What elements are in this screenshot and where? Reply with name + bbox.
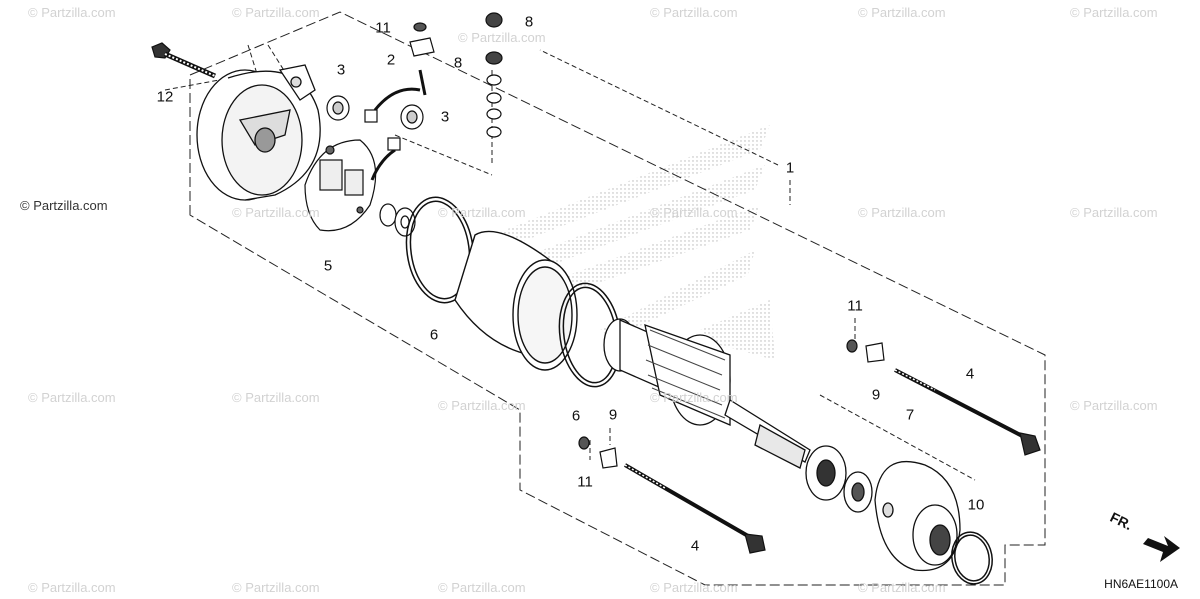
watermark: © Partzilla.com — [1070, 5, 1158, 20]
callout-7[interactable]: 7 — [905, 406, 915, 424]
watermark-featured: © Partzilla.com — [20, 198, 108, 213]
watermark: © Partzilla.com — [232, 5, 320, 20]
long-bolt-4b — [624, 463, 766, 554]
watermark: © Partzilla.com — [858, 205, 946, 220]
yoke-housing — [454, 230, 578, 371]
watermark: © Partzilla.com — [858, 580, 946, 595]
spring-3 — [326, 95, 424, 130]
fasteners-top — [409, 12, 503, 138]
watermark: © Partzilla.com — [438, 580, 526, 595]
callout-8[interactable]: 8 — [524, 13, 534, 31]
watermark: © Partzilla.com — [28, 580, 116, 595]
watermark: © Partzilla.com — [28, 5, 116, 20]
bearing — [805, 445, 873, 513]
long-bolt-4a — [894, 368, 1041, 456]
callout-11[interactable]: 11 — [577, 473, 593, 491]
callout-8[interactable]: 8 — [453, 54, 463, 72]
callout-2[interactable]: 2 — [386, 51, 396, 69]
callout-9[interactable]: 9 — [608, 406, 618, 424]
watermark: © Partzilla.com — [232, 580, 320, 595]
watermark: © Partzilla.com — [28, 390, 116, 405]
watermark: © Partzilla.com — [1070, 205, 1158, 220]
watermark: © Partzilla.com — [650, 580, 738, 595]
watermark: © Partzilla.com — [650, 390, 738, 405]
watermark: © Partzilla.com — [438, 398, 526, 413]
rear-cover — [196, 64, 321, 201]
fasteners-9-11 — [578, 339, 885, 469]
callout-4[interactable]: 4 — [965, 365, 975, 383]
callout-12[interactable]: 12 — [156, 88, 174, 106]
watermark: © Partzilla.com — [438, 205, 526, 220]
watermark: © Partzilla.com — [232, 205, 320, 220]
callout-10[interactable]: 10 — [967, 496, 985, 514]
front-cover-7 — [874, 460, 961, 572]
assembly-outline — [189, 11, 1046, 586]
watermark: © Partzilla.com — [650, 205, 738, 220]
watermark: © Partzilla.com — [650, 5, 738, 20]
callout-5[interactable]: 5 — [323, 257, 333, 275]
callout-9[interactable]: 9 — [871, 386, 881, 404]
armature — [603, 318, 811, 469]
callout-11[interactable]: 11 — [375, 19, 391, 37]
callout-6[interactable]: 6 — [571, 407, 581, 425]
callout-3[interactable]: 3 — [336, 61, 346, 79]
watermark: © Partzilla.com — [1070, 398, 1158, 413]
brush-2 — [364, 69, 427, 181]
callout-4[interactable]: 4 — [690, 537, 700, 555]
callout-11[interactable]: 11 — [847, 297, 863, 315]
watermark: © Partzilla.com — [858, 5, 946, 20]
callout-1[interactable]: 1 — [785, 159, 795, 177]
brush-holder-plate-5 — [304, 139, 377, 232]
o-ring-10 — [951, 531, 993, 585]
bolt-12 — [151, 42, 217, 79]
watermark: © Partzilla.com — [458, 30, 546, 45]
watermark: © Partzilla.com — [232, 390, 320, 405]
callout-3[interactable]: 3 — [440, 108, 450, 126]
washers — [379, 203, 416, 237]
leader-lines — [164, 44, 976, 481]
diagram-code: HN6AE1100A — [1104, 577, 1178, 591]
callout-6[interactable]: 6 — [429, 326, 439, 344]
front-direction-arrow — [1143, 536, 1180, 562]
wing-logo-watermark — [480, 125, 775, 360]
